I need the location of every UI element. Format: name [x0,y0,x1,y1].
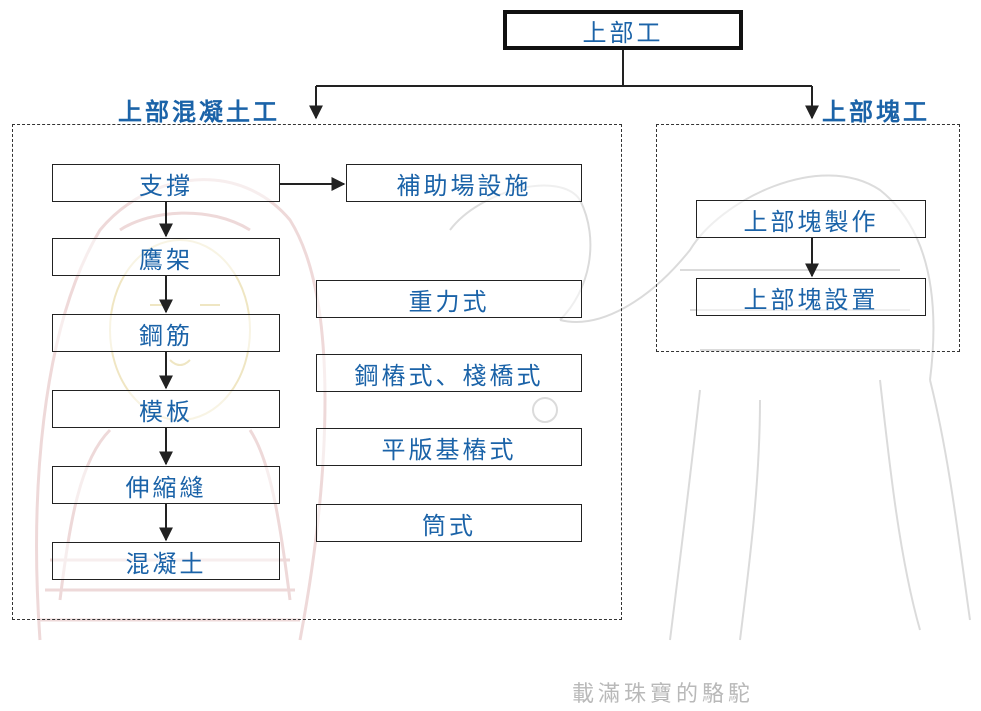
type-steel-pile: 鋼樁式、棧橋式 [316,354,582,392]
type-gravity: 重力式 [316,280,582,318]
type-slab-pile: 平版基樁式 [316,428,582,466]
watermark-text: 載滿珠寶的駱駝 [572,682,755,707]
step-expansion-joint: 伸縮縫 [52,466,280,504]
group-block [656,124,960,352]
step-formwork: 模板 [52,390,280,428]
branch-title-block: 上部塊工 [822,97,930,126]
branch-title-concrete: 上部混凝土工 [118,97,280,126]
step-support: 支撐 [52,164,280,202]
group-concrete [12,124,622,620]
step-scaffold: 鷹架 [52,238,280,276]
block-step-fabrication: 上部塊製作 [696,200,926,238]
aux-facilities: 補助場設施 [346,164,582,202]
block-step-placement: 上部塊設置 [696,278,926,316]
type-cylinder: 筒式 [316,504,582,542]
step-concrete: 混凝土 [52,542,280,580]
step-rebar: 鋼筋 [52,314,280,352]
root-node: 上部工 [503,10,743,50]
